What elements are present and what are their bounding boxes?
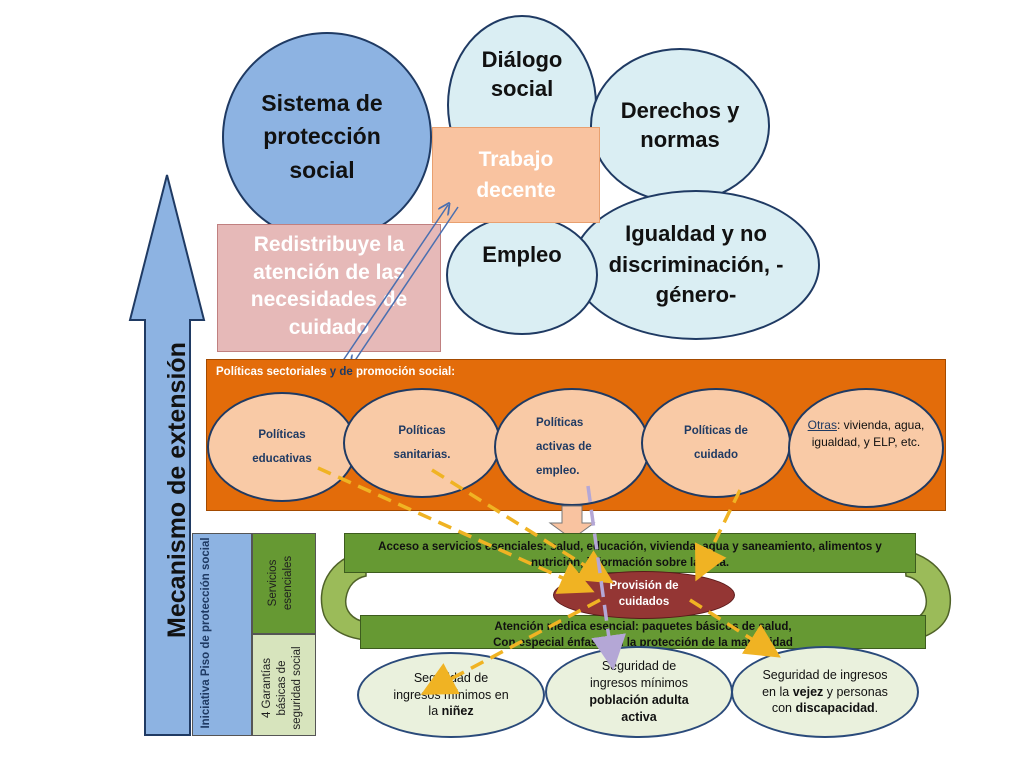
vejez-bold1: vejez <box>792 684 824 699</box>
policy-sanitarias-label: Políticas sanitarias. <box>393 424 451 461</box>
circle-sistema-proteccion: Sistema de protección social <box>222 32 432 242</box>
box-trabajo-decente: Trabajo decente <box>432 127 600 223</box>
ninez-bold: niñez <box>441 704 474 719</box>
policy-cuidado: Políticas de cuidado <box>641 388 791 498</box>
atencion-line1: Atención médica esencial: paquetes básic… <box>494 621 792 633</box>
connector-arrows <box>339 195 459 375</box>
vejez-mid: y personas con <box>771 684 888 716</box>
policies-header-y: y <box>329 366 337 378</box>
circle-igualdad: Igualdad y no discriminación, -género- <box>572 190 820 340</box>
vejez-text: Seguridad de ingresos en la vejez y pers… <box>755 667 895 718</box>
policies-header-suffix: promoción social: <box>352 366 456 378</box>
circle-vejez: Seguridad de ingresos en la vejez y pers… <box>731 646 919 738</box>
policy-educativas: Políticas educativas <box>207 392 357 502</box>
circle-derechos: Derechos y normas <box>590 48 770 203</box>
vejez-pre: Seguridad de ingresos en la <box>762 667 888 699</box>
sistema-label: Sistema de protección social <box>261 89 383 183</box>
redistribuye-label: Redistribuye la atención de las necesida… <box>250 233 408 340</box>
policy-empleo: Políticas activas de empleo. <box>494 388 650 506</box>
policy-cuidado-label: Políticas de cuidado <box>684 424 748 461</box>
policy-sanitarias: Políticas sanitarias. <box>343 388 501 498</box>
circle-empleo: Empleo <box>446 215 598 335</box>
extension-arrow <box>128 174 206 736</box>
policy-educativas-label: Políticas educativas <box>252 428 312 465</box>
empleo-label: Empleo <box>482 241 562 267</box>
policy-otras-rest: : vivienda, agua, igualdad, y ELP, etc. <box>811 417 925 449</box>
atencion-line2: Con especial énfasis en la protección de… <box>493 636 793 649</box>
trabajo-label: Trabajo decente <box>476 147 556 203</box>
igualdad-label: Igualdad y no discriminación, -género- <box>608 220 784 308</box>
policies-header: Políticas sectoriales y de promoción soc… <box>216 366 455 378</box>
column-servicios <box>252 533 316 634</box>
policy-otras: Otras: vivienda, agua, igualdad, y ELP, … <box>788 388 944 508</box>
provision-label: Provisión de cuidados <box>609 580 679 608</box>
down-block-arrow <box>548 505 596 540</box>
adulta-bold: población adulta activa <box>589 693 689 724</box>
policy-otras-text: Otras: vivienda, agua, igualdad, y ELP, … <box>807 417 925 452</box>
dialogo-label: Diálogo social <box>481 47 563 101</box>
vejez-bold2: discapacidad <box>795 701 875 716</box>
policy-otras-label: Otras <box>807 417 837 432</box>
policies-header-de: de <box>336 366 353 378</box>
box-redistribuye: Redistribuye la atención de las necesida… <box>217 224 441 352</box>
column-iniciativa <box>192 533 252 736</box>
policy-empleo-label: Políticas activas de empleo. <box>536 416 592 478</box>
column-garantias <box>252 634 316 736</box>
policies-header-prefix: Políticas sectoriales <box>216 366 330 378</box>
derechos-label: Derechos y normas <box>620 97 740 152</box>
vejez-end: . <box>874 701 879 716</box>
